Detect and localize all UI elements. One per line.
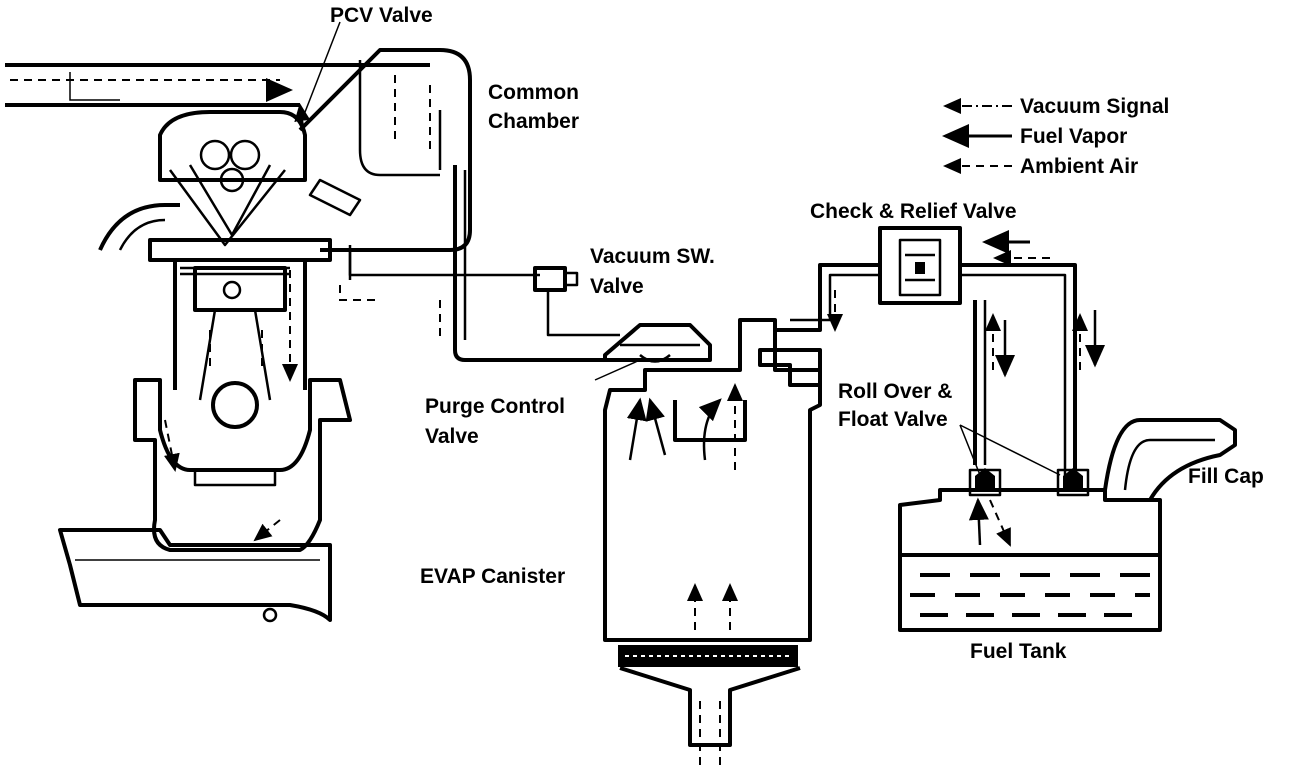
vacuum-hose <box>339 245 620 337</box>
engine-block <box>5 48 472 623</box>
label-pcv-valve: PCV Valve <box>330 4 433 27</box>
label-vacuum-sw-line1: Vacuum SW. <box>590 245 715 268</box>
vapor-line <box>775 263 880 332</box>
label-fuel-tank: Fuel Tank <box>970 640 1067 663</box>
label-evap-canister: EVAP Canister <box>420 565 565 588</box>
label-common-chamber-line2: Chamber <box>488 110 579 133</box>
legend: Vacuum Signal Fuel Vapor Ambient Air <box>942 95 1169 178</box>
check-relief-valve <box>878 226 1105 490</box>
fuel-tank <box>898 418 1237 632</box>
label-common-chamber-line1: Common <box>488 81 579 104</box>
label-roll-over-line2: Float Valve <box>838 408 948 431</box>
purge-hose <box>439 165 605 362</box>
label-check-relief-valve: Check & Relief Valve <box>810 200 1017 223</box>
legend-fuel-vapor: Fuel Vapor <box>1020 125 1127 148</box>
legend-ambient-air: Ambient Air <box>1020 155 1138 178</box>
evap-canister <box>594 318 822 765</box>
rollover-line <box>959 300 1061 476</box>
pcv-pointer-line <box>299 21 341 126</box>
label-vacuum-sw-line2: Valve <box>590 275 644 298</box>
legend-vacuum-signal: Vacuum Signal <box>1020 95 1169 118</box>
label-fill-cap: Fill Cap <box>1188 465 1264 488</box>
label-purge-control-line2: Valve <box>425 425 479 448</box>
label-purge-control-line1: Purge Control <box>425 395 565 418</box>
label-roll-over-line1: Roll Over & <box>838 380 952 403</box>
